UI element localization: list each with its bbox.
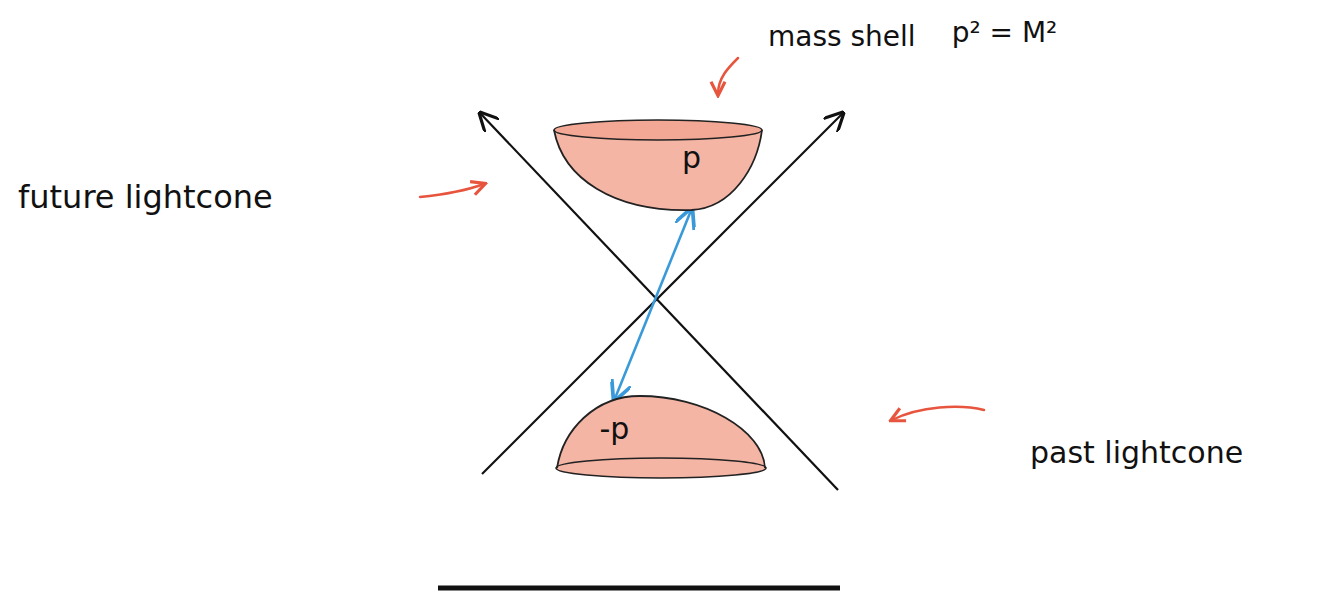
lightcone-axis — [482, 113, 843, 474]
pointer-arrow — [892, 407, 984, 420]
underline-bar — [438, 586, 840, 591]
annotation-text: p² = M² — [952, 18, 1058, 49]
mass-shell-future: p — [553, 118, 763, 214]
momentum-arrow — [614, 209, 691, 400]
pointer-arrow — [718, 58, 738, 94]
region-label: past lightcone — [1030, 436, 1243, 469]
momentum-label: p — [682, 143, 701, 173]
lightcone-axis — [480, 113, 838, 490]
hyperboloid-shape — [555, 390, 767, 482]
region-label: future lightcone — [18, 180, 273, 215]
hyperboloid-shape — [553, 118, 763, 214]
momentum-label: -p — [599, 414, 629, 444]
annotation-text: mass shell — [768, 22, 916, 53]
mass-shell-past: -p — [555, 390, 767, 482]
pointer-arrow — [420, 184, 484, 197]
